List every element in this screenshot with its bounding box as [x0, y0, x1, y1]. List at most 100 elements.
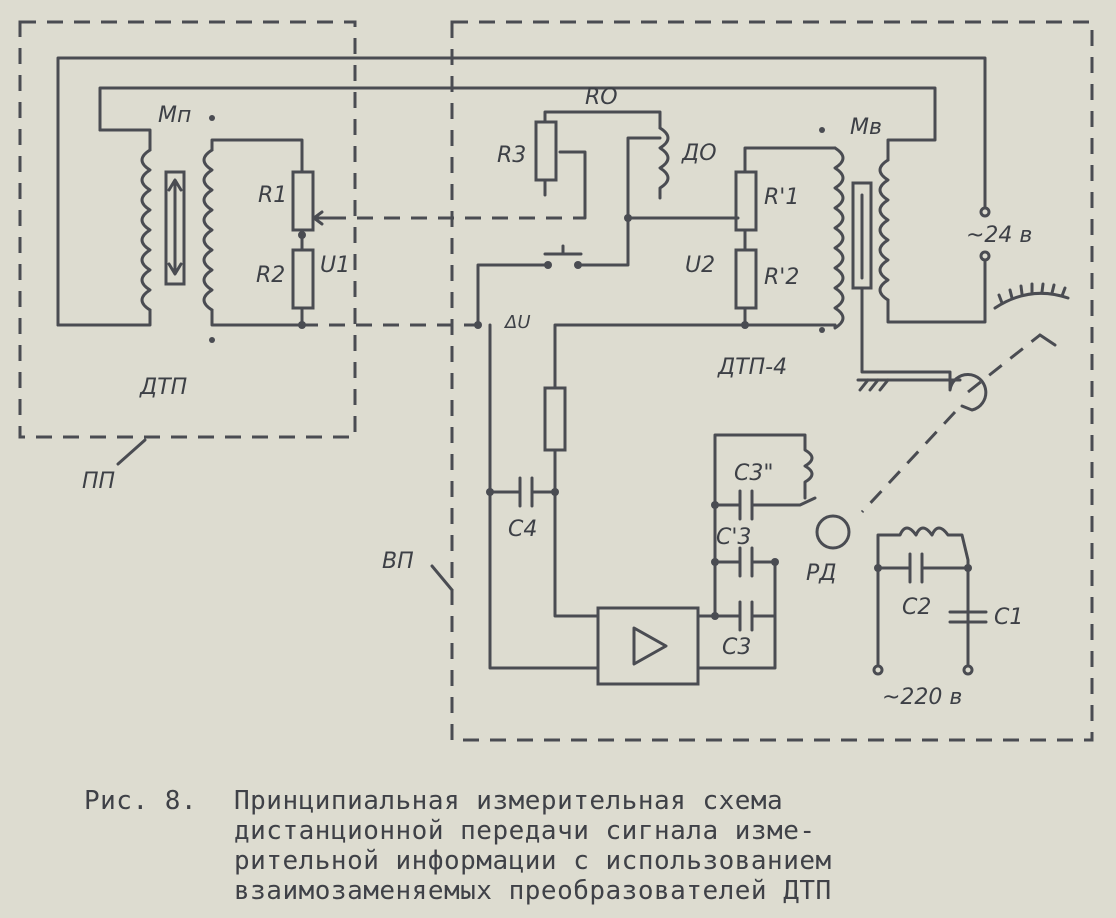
scale-arc: [993, 291, 1070, 310]
c3-capacitor: [738, 600, 754, 632]
mp-polarity-dot-bottom: [209, 337, 215, 343]
mp-core-arrow: [167, 178, 183, 276]
label-r1p: R'1: [764, 185, 799, 210]
node-c4-left: [486, 488, 494, 496]
terminal-220v-right: [962, 664, 974, 676]
r1-wiper-arrow: [312, 210, 324, 226]
mv-polarity-dot-top: [819, 127, 825, 133]
label-24v: ~24 в: [966, 223, 1032, 248]
mv-polarity-dot-bottom: [819, 327, 825, 333]
switch-contact-left: [544, 261, 552, 269]
label-dtp: ДТП: [139, 375, 187, 400]
label-c3: C3: [722, 635, 751, 660]
c1-capacitor: [948, 610, 988, 624]
label-220v: ~220 в: [882, 685, 962, 710]
label-r1: R1: [258, 183, 287, 208]
terminal-24v-top: [979, 206, 991, 218]
do-return-wire: [576, 136, 662, 267]
caption-line-3: рительной информации с использованием: [234, 846, 832, 876]
rd-link-dashed: [860, 410, 957, 514]
mp-primary-coil: [140, 148, 152, 312]
motor-symbol: [948, 373, 988, 412]
c3-coil: [713, 433, 814, 507]
label-pp: ПП: [82, 469, 115, 494]
terminal-24v-bottom: [979, 250, 991, 262]
caption-line-2: дистанционной передачи сигнала изме-: [234, 816, 816, 846]
node-c3-a: [711, 612, 719, 620]
node-c3-c: [711, 501, 719, 509]
mv-secondary-coil: [833, 146, 845, 330]
node-220-right: [964, 564, 972, 572]
dtp4-bottom-wire: [743, 306, 837, 327]
label-c3pp: C3": [734, 461, 773, 486]
label-c2: C2: [902, 595, 931, 620]
c3pp-wire: [713, 496, 817, 507]
rod-ground: [856, 378, 962, 392]
pp-boundary: [18, 20, 357, 439]
pp-primary-wire: [98, 128, 152, 152]
caption-number: Рис. 8.: [84, 786, 198, 816]
label-c3p: C'3: [716, 525, 751, 550]
mp-secondary-coil: [202, 148, 214, 312]
label-do: ДО: [681, 141, 717, 166]
inner-loop-wire: [98, 86, 937, 162]
label-r2p: R'2: [764, 265, 799, 290]
switch-blade: [543, 244, 583, 256]
mp-polarity-dot-top: [209, 115, 215, 121]
mains-coil: [876, 526, 970, 670]
caption-line-4: взаимозаменяемых преобразователей ДТП: [234, 876, 832, 906]
label-mv: Mв: [850, 115, 882, 140]
terminal-220v-left: [872, 664, 884, 676]
caption-line-1: Принципиальная измерительная схема: [234, 786, 784, 816]
label-r3: R3: [497, 143, 526, 168]
label-r2: R2: [256, 263, 285, 288]
do-coil: [658, 126, 670, 200]
label-du: ΔU: [503, 312, 531, 333]
label-ro: RO: [585, 85, 618, 110]
c4-capacitor: [518, 476, 534, 508]
pointer-needle: [1038, 333, 1057, 347]
mp-secondary-wire: [210, 138, 304, 327]
dtp4-top-wire: [743, 146, 837, 174]
node-r1-r2: [298, 231, 306, 239]
c3-ladder-wire: [713, 503, 777, 618]
c2-capacitor: [908, 552, 924, 584]
node-c3-d: [771, 558, 779, 566]
label-rd: РД: [806, 561, 836, 586]
r1-resistor: [291, 170, 315, 232]
du-node-wire: [488, 323, 600, 670]
feedback-resistor: [543, 386, 567, 452]
label-dtp4: ДТП-4: [717, 355, 787, 380]
c3pp-capacitor: [738, 489, 754, 521]
label-c1: C1: [994, 605, 1023, 630]
mv-primary-coil: [878, 158, 890, 302]
r3-wiper: [558, 150, 587, 220]
rd-motor: [815, 514, 851, 550]
label-u1: U1: [320, 253, 350, 278]
switch-wire: [476, 263, 550, 327]
c3p-capacitor: [738, 546, 754, 578]
vp-boundary: [450, 20, 1094, 742]
label-vp: ВП: [382, 549, 414, 574]
outer-loop-wire-bottom: [886, 256, 987, 324]
outer-loop-wire: [56, 56, 987, 327]
pp-primary-wire-bottom: [56, 308, 152, 327]
ro-wire: [543, 110, 662, 152]
label-c4: C4: [508, 517, 537, 542]
amplifier-triangle: [632, 626, 668, 666]
switch-contact-right: [574, 261, 582, 269]
vp-leader: [430, 564, 454, 592]
r3-resistor: [534, 120, 558, 182]
label-u2: U2: [685, 253, 715, 278]
amplifier-block: [596, 606, 700, 686]
r1p-resistor: [734, 170, 758, 232]
pp-leader: [116, 438, 147, 466]
feedback-wire: [553, 448, 600, 618]
node-c3-b: [711, 558, 719, 566]
mv-rod: [860, 286, 952, 390]
node-220-left: [874, 564, 882, 572]
amp-input-wire: [553, 323, 827, 390]
r2-resistor: [291, 248, 315, 310]
